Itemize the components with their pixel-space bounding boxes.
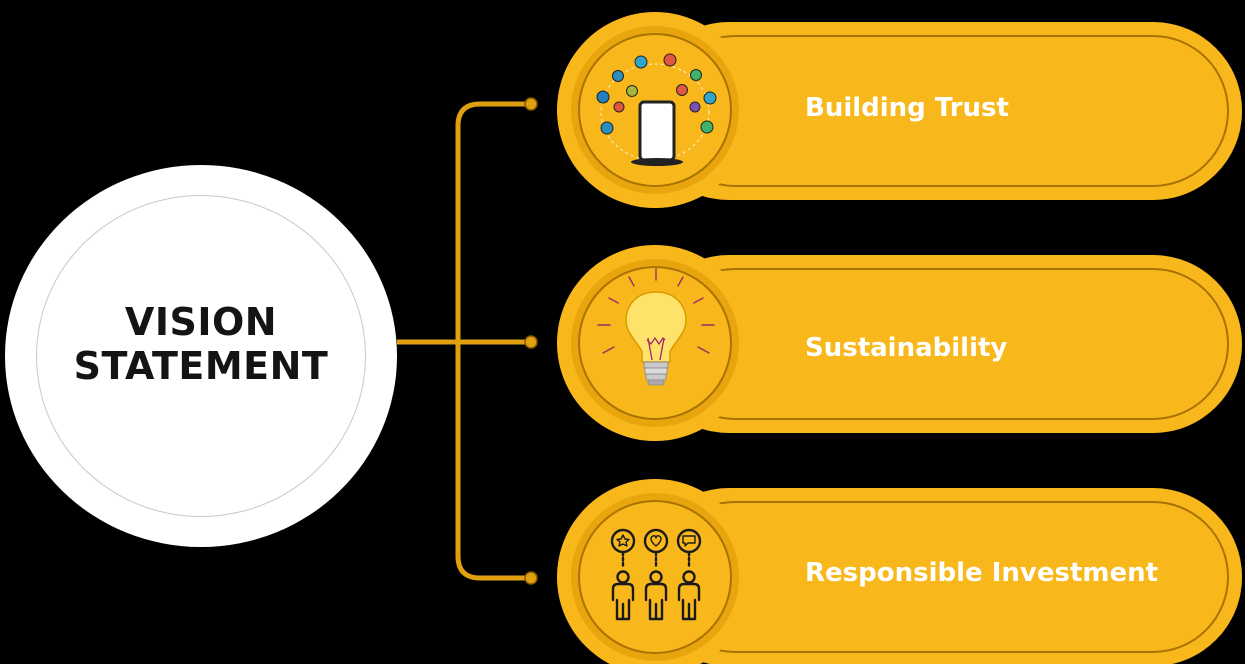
item-pill-2 [557,245,1242,441]
person-figure-1 [611,570,635,621]
people-feedback-icon [610,528,702,621]
light-bulb-icon [597,268,715,386]
person-figure-2 [644,570,668,621]
connector-lines [397,101,530,581]
central-inner-ring [36,195,366,517]
central-title-line-1: VISION [124,300,278,344]
item-label-responsible-investment: Responsible Investment [805,558,1159,588]
connector-dot-2 [524,335,538,349]
connector-vertical-bracket [455,101,530,581]
connector-dots [524,97,538,585]
central-title: VISION STATEMENT [5,300,397,388]
person-figure-3 [677,570,701,621]
connector-dot-3 [524,571,538,585]
central-title-line-2: STATEMENT [73,344,329,388]
item-label-building-trust: Building Trust [805,93,1009,123]
item-label-sustainability: Sustainability [805,333,1008,363]
people-network-phone-icon [596,53,717,166]
connector-dot-1 [524,97,538,111]
